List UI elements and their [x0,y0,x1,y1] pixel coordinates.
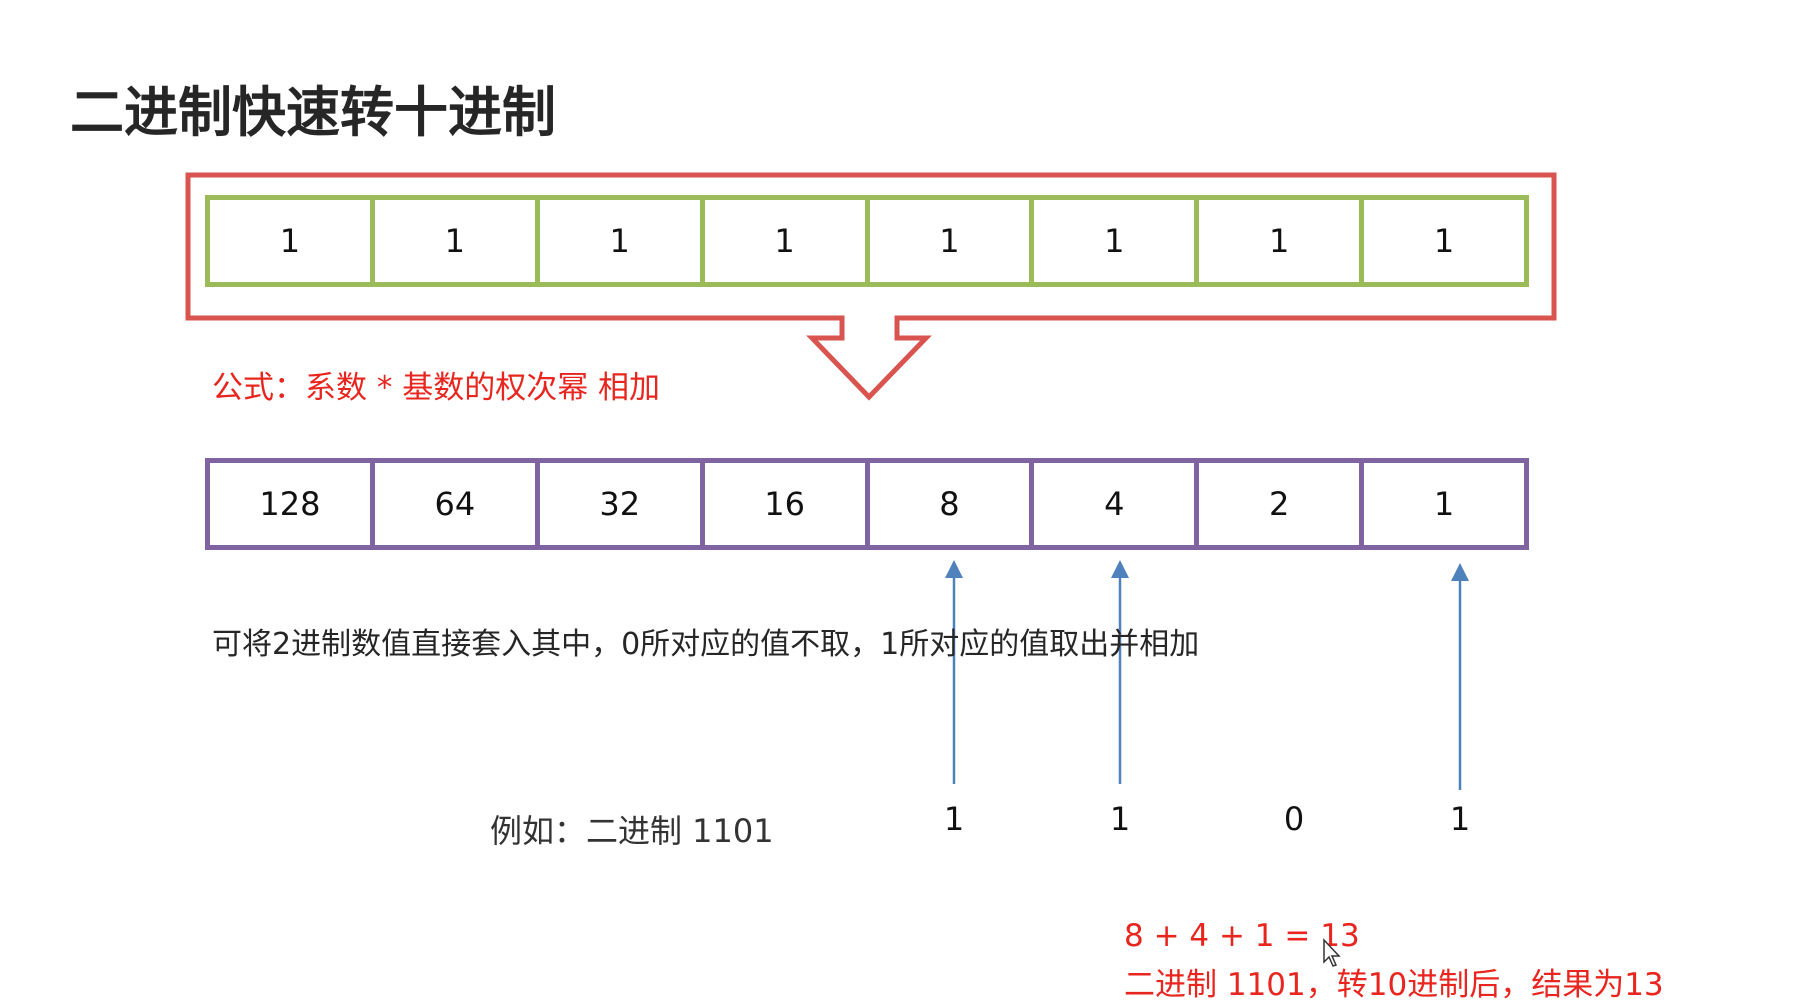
binary-cell: 1 [375,200,540,282]
page-title: 二进制快速转十进制 [70,81,556,144]
example-bit: 1 [943,800,965,838]
binary-cell: 1 [1433,222,1455,260]
example-bit: 0 [1283,800,1305,838]
weight-cell: 2 [1199,463,1365,545]
binary-cell: 1 [1034,200,1200,282]
weight-cell: 1 [1433,485,1455,523]
weight-cell: 32 [540,463,705,545]
binary-cell: 1 [870,200,1035,282]
example-bit: 1 [1109,800,1131,838]
binary-cell: 1 [540,200,705,282]
binary-cell: 1 [1199,200,1365,282]
binary-cell: 1 [705,200,870,282]
result-sum: 8 + 4 + 1 = 13 [1124,918,1360,954]
weight-cell: 64 [375,463,540,545]
weight-cell: 8 [870,463,1035,545]
binary-cell: 1 [210,200,375,282]
example-bit: 1 [1449,800,1471,838]
pointer-arrow-head [1451,563,1469,581]
result-conclusion: 二进制 1101，转10进制后，结果为13 [1124,967,1664,1001]
weight-cell: 16 [705,463,870,545]
formula-text: 公式：系数 * 基数的权次幂 相加 [212,370,661,406]
weight-cell: 128 [210,463,375,545]
example-label: 例如：二进制 1101 [490,812,774,850]
weight-cell: 4 [1034,463,1200,545]
pointer-arrow-head [945,560,963,578]
mouse-cursor-icon [1323,938,1341,967]
weights-row: 128 64 32 16 8 4 2 1 [205,458,1529,550]
arrows-group [945,560,1469,790]
explanation-text: 可将2进制数值直接套入其中，0所对应的值不取，1所对应的值取出并相加 [212,627,1200,662]
pointer-arrow-head [1111,560,1129,578]
frame-arrow-outline [185,172,1557,401]
binary-row: 1 1 1 1 1 1 1 1 [205,195,1529,287]
